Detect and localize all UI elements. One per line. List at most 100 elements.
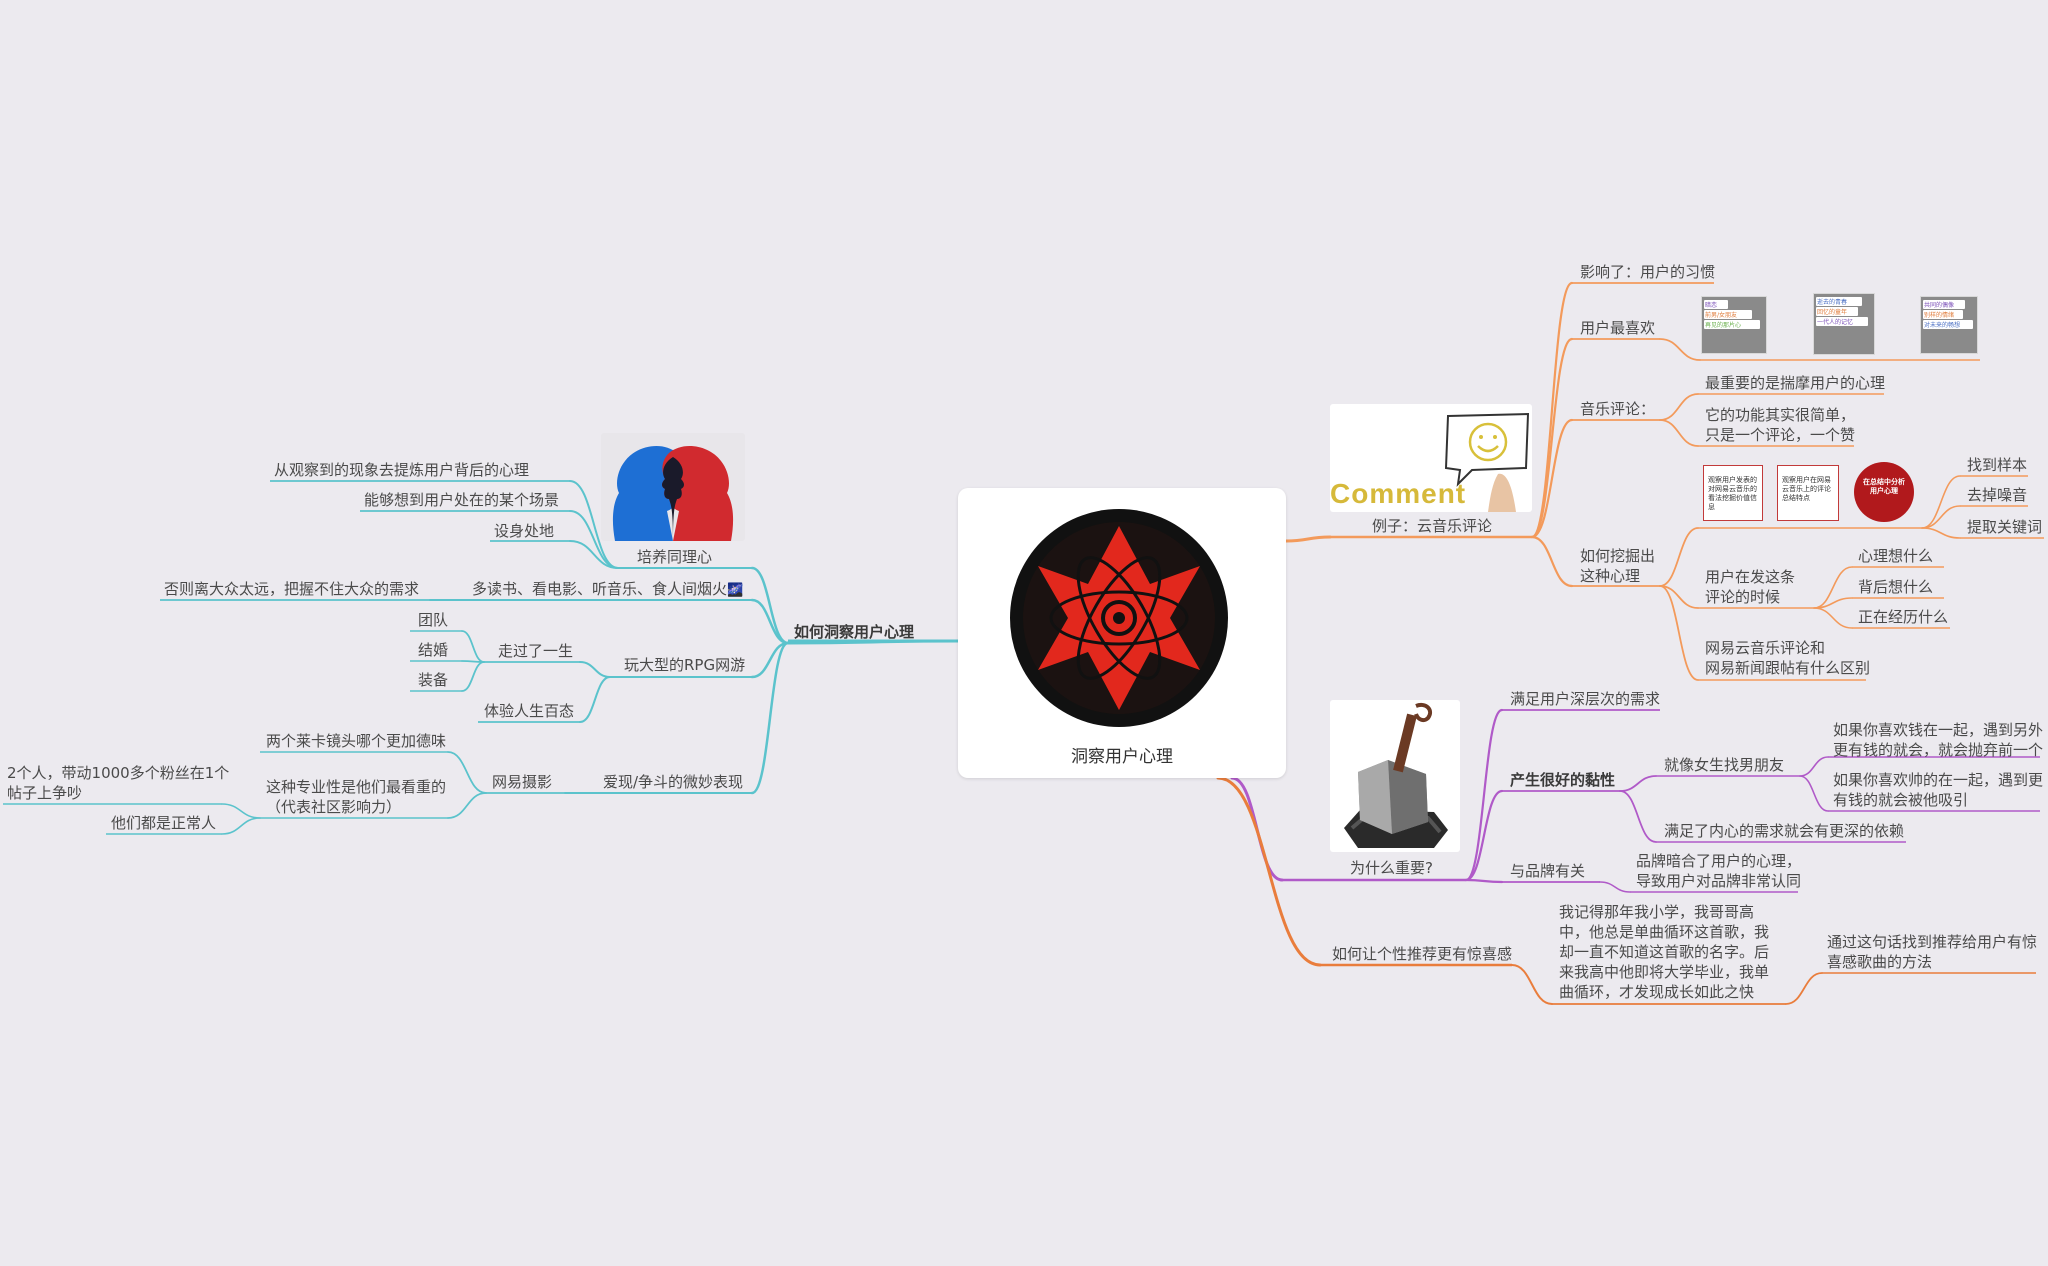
favorite-thumbnail: 暗恋 前男/女朋友 再见的那片心: [1701, 296, 1767, 354]
connector-line: [1813, 607, 1853, 629]
fans-line2: 帖子上争吵: [7, 784, 83, 802]
topic-how-to-insight[interactable]: 如何洞察用户心理: [794, 623, 915, 641]
node-when-posting[interactable]: 用户在发这条 评论的时候: [1705, 567, 1795, 607]
professional-line1: 这种专业性是他们最看重的: [266, 778, 447, 796]
node-brand-detail[interactable]: 品牌暗合了用户的心理， 导致用户对品牌非常认同: [1636, 851, 1801, 891]
node-love-fight[interactable]: 爱现/争斗的微妙表现: [603, 773, 744, 791]
thumb-tag: 共同的偶像: [1923, 300, 1965, 309]
method-line1: 通过这句话找到推荐给用户有惊: [1827, 933, 2038, 951]
node-life-item[interactable]: 结婚: [418, 641, 449, 659]
node-deep-needs[interactable]: 满足用户深层次的需求: [1510, 690, 1661, 708]
connector-line: [1659, 527, 1699, 587]
node-reading-child[interactable]: 否则离大众太远，把握不住大众的需求: [164, 580, 420, 598]
posting-line2: 评论的时候: [1705, 588, 1781, 606]
connector-line: [221, 803, 261, 819]
connector-line: [1530, 281, 1574, 539]
node-boyfriend[interactable]: 就像女生找男朋友: [1664, 756, 1785, 774]
professional-line2: （代表社区影响力）: [266, 798, 402, 816]
thumb-tag: 一代人的记忆: [1816, 317, 1868, 326]
node-empathy[interactable]: 培养同理心: [637, 548, 713, 566]
connector-line: [1799, 775, 1829, 812]
connector-line: [1799, 756, 1829, 777]
connector-line: [1921, 527, 1961, 539]
connector-line: [447, 792, 487, 819]
posting-line1: 用户在发这条: [1705, 568, 1796, 586]
node-story[interactable]: 我记得那年我小学，我哥哥高中，他总是单曲循环这首歌，我却一直不知道这首歌的名字。…: [1559, 903, 1770, 1001]
node-empathy-item[interactable]: 设身处地: [494, 522, 555, 540]
node-music-comment[interactable]: 音乐评论：: [1580, 400, 1656, 418]
connector-line: [221, 817, 261, 835]
two-faces-icon: [601, 433, 745, 541]
connector-line: [750, 641, 790, 679]
connector-line: [750, 598, 790, 645]
node-mc-item[interactable]: 最重要的是揣摩用户的心理: [1705, 374, 1886, 392]
node-experience[interactable]: 体验人生百态: [484, 702, 575, 720]
fans-line1: 2个人，带动1000多个粉丝在1个: [7, 764, 230, 782]
connector-line: [461, 661, 485, 692]
node-reading[interactable]: 多读书、看电影、听音乐、食人间烟火🌌: [472, 579, 743, 601]
connector-line: [1619, 775, 1657, 792]
node-dig-item[interactable]: 找到样本: [1967, 456, 2028, 474]
connector-line: [1464, 789, 1504, 882]
node-empathy-item[interactable]: 从观察到的现象去提炼用户背后的心理: [274, 461, 530, 479]
process-thumbnail: 观察用户发表的对网易云音乐的看法挖掘价值信息: [1703, 465, 1763, 521]
node-dig-psychology[interactable]: 如何挖掘出 这种心理: [1580, 546, 1655, 586]
comment-word: Comment: [1330, 478, 1467, 509]
node-netease-photo[interactable]: 网易摄影: [492, 773, 553, 791]
node-comment-vs-news[interactable]: 网易云音乐评论和 网易新闻跟帖有什么区别: [1705, 638, 1870, 678]
node-mc-item[interactable]: 它的功能其实很简单， 只是一个评论，一个赞: [1705, 405, 1855, 445]
node-money[interactable]: 如果你喜欢钱在一起，遇到另外 更有钱的就会，就会抛弃前一个: [1833, 720, 2043, 760]
node-inner-needs[interactable]: 满足了内心的需求就会有更深的依赖: [1664, 822, 1905, 840]
comment-image: Comment: [1330, 404, 1532, 512]
reading-label: 多读书、看电影、听音乐、食人间烟火: [472, 580, 728, 598]
node-rpg[interactable]: 玩大型的RPG网游: [624, 656, 746, 674]
node-example-comments[interactable]: 例子：云音乐评论: [1372, 517, 1493, 535]
mc-line1: 它的功能其实很简单，: [1705, 406, 1856, 424]
node-professional[interactable]: 这种专业性是他们最看重的 （代表社区影响力）: [266, 777, 446, 817]
node-posting-item[interactable]: 心理想什么: [1858, 547, 1934, 565]
node-stickiness[interactable]: 产生很好的黏性: [1510, 771, 1616, 789]
connector-line: [1216, 776, 1322, 967]
process-thumbnail: 观察用户在网易云音乐上的评论总结特点: [1777, 465, 1839, 521]
node-life-item[interactable]: 团队: [418, 611, 449, 629]
node-brand[interactable]: 与品牌有关: [1510, 862, 1586, 880]
process-text: 观察用户发表的对网易云音乐的看法挖掘价值信息: [1708, 476, 1757, 511]
node-handsome[interactable]: 如果你喜欢帅的在一起，遇到更 有钱的就会被他吸引: [1833, 770, 2043, 810]
connector-line: [579, 676, 611, 723]
process-thumbnail: 在总结中分析用户心理: [1848, 462, 1920, 524]
connector-line: [1530, 337, 1574, 539]
favorite-thumbnail: 逝去的青春 回忆的童年 一代人的记忆: [1813, 293, 1875, 355]
connector-line: [1464, 708, 1504, 882]
connector-line: [1464, 878, 1504, 884]
node-habit[interactable]: 影响了：用户的习惯: [1580, 263, 1716, 281]
node-surprise[interactable]: 如何让个性推荐更有惊喜感: [1332, 945, 1513, 963]
node-why-important[interactable]: 为什么重要?: [1350, 859, 1433, 877]
connector-line: [750, 566, 790, 645]
connector-line: [1619, 790, 1657, 843]
thumb-tag: 前男/女朋友: [1704, 310, 1752, 319]
node-posting-item[interactable]: 正在经历什么: [1858, 608, 1949, 626]
thumb-tag: 暗恋: [1704, 300, 1728, 309]
node-normal-people[interactable]: 他们都是正常人: [111, 814, 217, 832]
central-topic[interactable]: 洞察用户心理: [958, 488, 1286, 778]
connector-line: [1511, 964, 1553, 1005]
connector-line: [1659, 419, 1699, 447]
node-life[interactable]: 走过了一生: [498, 642, 574, 660]
node-method[interactable]: 通过这句话找到推荐给用户有惊 喜感歌曲的方法: [1827, 932, 2037, 972]
node-posting-item[interactable]: 背后想什么: [1858, 578, 1934, 596]
process-text: 在总结中分析用户心理: [1863, 478, 1905, 495]
node-fans[interactable]: 2个人，带动1000多个粉丝在1个 帖子上争吵: [7, 763, 229, 803]
handsome-line2: 有钱的就会被他吸引: [1833, 791, 1969, 809]
node-leica[interactable]: 两个莱卡镜头哪个更加德味: [266, 732, 447, 750]
node-empathy-item[interactable]: 能够想到用户处在的某个场景: [364, 491, 560, 509]
thumb-tag: 对未来的畅想: [1923, 320, 1973, 329]
node-dig-item[interactable]: 提取关键词: [1967, 518, 2043, 536]
handsome-line1: 如果你喜欢帅的在一起，遇到更: [1833, 771, 2044, 789]
brand-line1: 品牌暗合了用户的心理，: [1636, 852, 1802, 870]
node-life-item[interactable]: 装备: [418, 671, 449, 689]
thumb-tag: 逝去的青春: [1816, 297, 1862, 306]
connector-line: [447, 751, 487, 794]
node-dig-item[interactable]: 去掉噪音: [1967, 486, 2028, 504]
central-topic-title: 洞察用户心理: [1071, 747, 1173, 767]
node-favorite[interactable]: 用户最喜欢: [1580, 319, 1656, 337]
